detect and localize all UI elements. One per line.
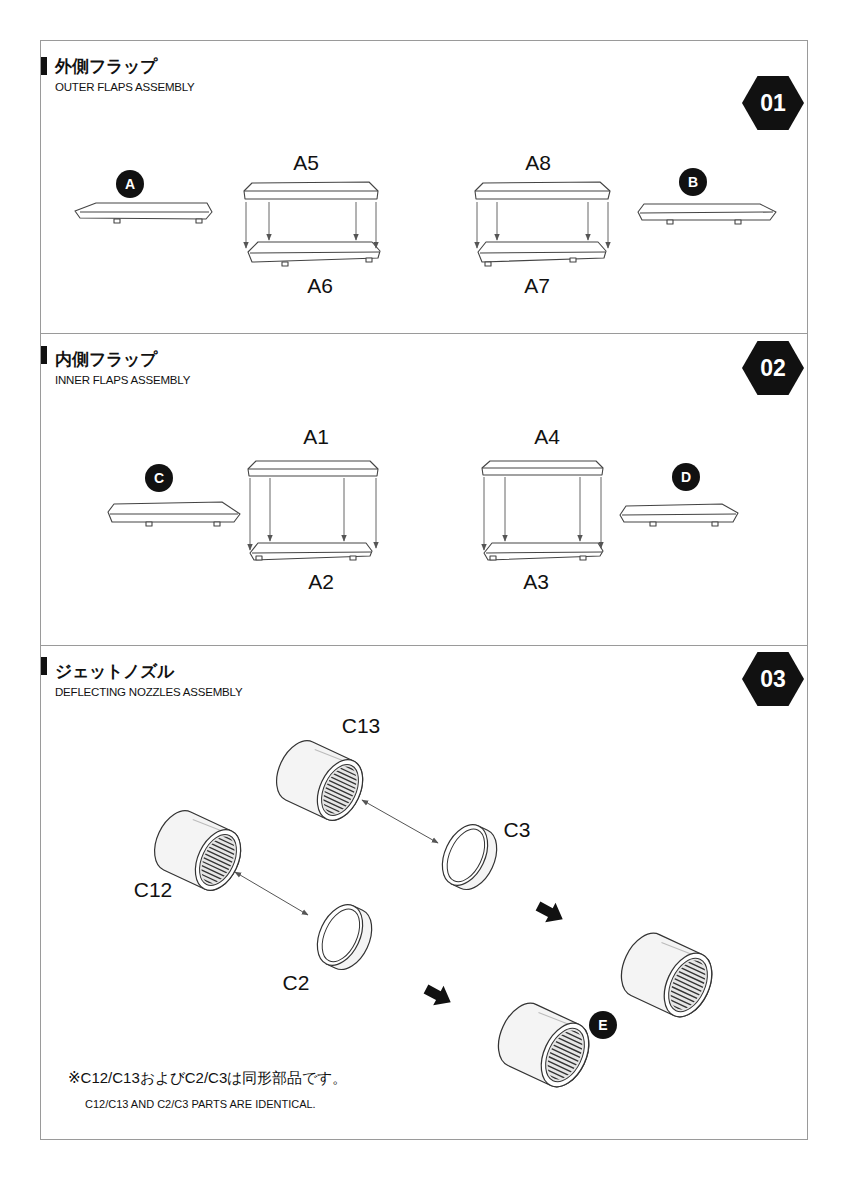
part-number: A6	[307, 274, 333, 298]
hexagon-fill	[742, 341, 804, 395]
step-title-en: DEFLECTING NOZZLES ASSEMBLY	[55, 686, 242, 698]
part-number: A5	[293, 151, 319, 175]
step-panel: 内側フラップ INNER FLAPS ASSEMBLY 02C D	[40, 333, 808, 646]
subassembly-circle: E	[589, 1011, 617, 1039]
subassembly-letter: D	[681, 469, 691, 485]
step-number: 03	[760, 666, 786, 693]
part-number: C3	[504, 818, 531, 842]
step-panel: 外側フラップ OUTER FLAPS ASSEMBLY 01A B	[40, 40, 808, 334]
hexagon-fill	[742, 652, 804, 706]
part-number: A7	[524, 274, 550, 298]
subassembly-circle: B	[679, 168, 707, 196]
part-number: A3	[523, 570, 549, 594]
subassembly-letter: E	[598, 1017, 607, 1033]
step-title-ja: ジェットノズル	[55, 660, 174, 683]
hexagon-fill	[742, 76, 804, 130]
part-number: A2	[308, 570, 334, 594]
step-number-hexagon: 03	[742, 652, 804, 706]
part-number: C12	[134, 878, 173, 902]
note-ja: ※C12/C13およびC2/C3は同形部品です。	[68, 1069, 347, 1088]
note-en: C12/C13 AND C2/C3 PARTS ARE IDENTICAL.	[85, 1098, 316, 1110]
part-number: C2	[283, 971, 310, 995]
step-title-ja: 外側フラップ	[55, 55, 157, 78]
part-number: A4	[534, 425, 560, 449]
subassembly-letter: C	[154, 470, 164, 486]
subassembly-letter: A	[125, 176, 135, 192]
subassembly-letter: B	[688, 174, 698, 190]
step-title-ja: 内側フラップ	[55, 348, 157, 371]
part-number: C13	[342, 714, 381, 738]
subassembly-circle: C	[145, 464, 173, 492]
step-number-hexagon: 01	[742, 76, 804, 130]
part-number: A1	[303, 425, 329, 449]
step-number: 01	[760, 90, 786, 117]
step-title-en: OUTER FLAPS ASSEMBLY	[55, 81, 195, 93]
step-number: 02	[760, 355, 786, 382]
step-title-en: INNER FLAPS ASSEMBLY	[55, 374, 190, 386]
subassembly-circle: D	[672, 463, 700, 491]
subassembly-circle: A	[116, 170, 144, 198]
step-number-hexagon: 02	[742, 341, 804, 395]
part-number: A8	[525, 151, 551, 175]
